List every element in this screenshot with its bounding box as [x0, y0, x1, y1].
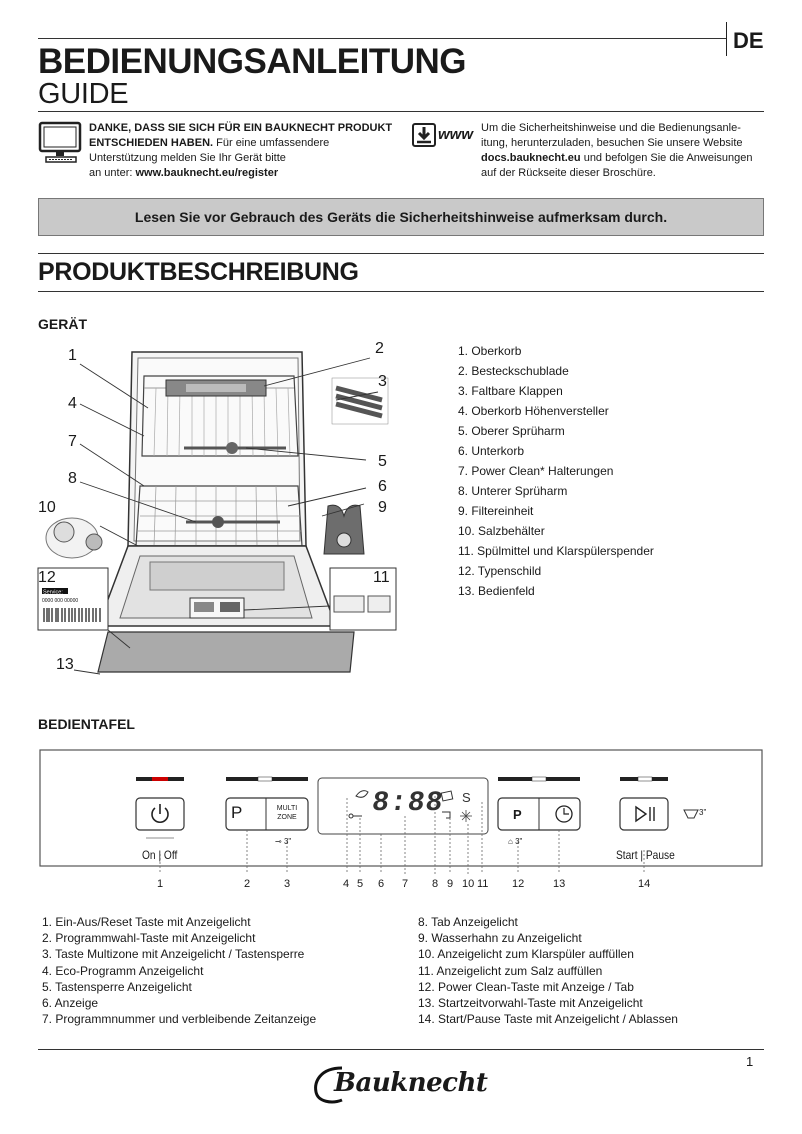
- list-item: 12. Typenschild: [458, 564, 542, 578]
- page-number: 1: [746, 1054, 754, 1069]
- power-clean-p-label[interactable]: P: [513, 807, 522, 822]
- list-item: 10. Salzbehälter: [458, 524, 545, 538]
- register-link[interactable]: www.bauknecht.eu/register: [135, 167, 279, 179]
- list-item: 4. Eco-Programm Anzeigelicht: [42, 963, 204, 978]
- list-item: 8. Unterer Sprüharm: [458, 484, 568, 498]
- panel-num-5: 5: [357, 878, 364, 890]
- controls-list-left: 1. Ein-Aus/Reset Taste mit Anzeigelicht …: [42, 914, 316, 1027]
- power-3s-label: ⌂ 3": [508, 837, 523, 846]
- callout-4: 4: [68, 395, 77, 412]
- list-item: 1. Ein-Aus/Reset Taste mit Anzeigelicht: [42, 915, 251, 929]
- panel-num-4: 4: [343, 878, 350, 890]
- docs-link[interactable]: docs.bauknecht.eu: [481, 152, 581, 164]
- drain-3s-label: 3": [699, 808, 707, 817]
- callout-2: 2: [375, 340, 384, 357]
- header-rule: [38, 111, 764, 112]
- panel-num-2: 2: [244, 878, 251, 890]
- callout-11: 11: [373, 569, 390, 586]
- geraet-parts-list: 1. Oberkorb 2. Besteckschublade 3. Faltb…: [458, 341, 654, 601]
- download-www-icon: www: [412, 123, 474, 147]
- list-item: 6. Unterkorb: [458, 444, 525, 458]
- top-rule: [38, 38, 726, 39]
- list-item: 11. Anzeigelicht zum Salz auffüllen: [418, 963, 603, 978]
- controls-list-right: 8. Tab Anzeigelicht 9. Wasserhahn zu Anz…: [418, 914, 678, 1027]
- lock-3s-label: ⊸ 3": [275, 837, 292, 846]
- callout-9: 9: [378, 499, 387, 516]
- list-item: 3. Faltbare Klappen: [458, 384, 563, 398]
- section-rule-top: [38, 253, 764, 254]
- callout-13: 13: [56, 656, 74, 673]
- page-subtitle: GUIDE: [38, 78, 129, 110]
- list-item: 13. Startzeitvorwahl-Taste mit Anzeigeli…: [418, 996, 643, 1011]
- intro-register-text: DANKE, DASS SIE SICH FÜR EIN BAUKNECHT P…: [89, 122, 393, 179]
- list-item: 14. Start/Pause Taste mit Anzeigelicht /…: [418, 1012, 678, 1027]
- dishwasher-illustration: Service: 0000 000 00000: [37, 351, 397, 675]
- panel-num-9: 9: [447, 878, 454, 890]
- start-pause-label: Start | Pause: [616, 848, 675, 862]
- callout-5: 5: [378, 453, 387, 470]
- callout-12: 12: [38, 569, 56, 586]
- list-item: 2. Besteckschublade: [458, 364, 569, 378]
- callout-8: 8: [68, 470, 77, 487]
- display-digits: 8:88: [369, 788, 446, 819]
- page-title: BEDIENUNGSANLEITUNG: [38, 42, 467, 81]
- geraet-heading: GERÄT: [38, 316, 87, 332]
- list-item: 9. Wasserhahn zu Anzeigelicht: [418, 931, 582, 946]
- list-item: 6. Anzeige: [42, 996, 99, 1011]
- panel-num-11: 11: [477, 878, 489, 890]
- section-title: PRODUKTBESCHREIBUNG: [38, 258, 359, 286]
- callout-6: 6: [378, 478, 387, 495]
- panel-num-14: 14: [638, 878, 651, 890]
- on-off-label: On | Off: [142, 848, 178, 862]
- panel-num-7: 7: [402, 878, 409, 890]
- list-item: 12. Power Clean-Taste mit Anzeige / Tab: [418, 979, 634, 994]
- panel-num-6: 6: [378, 878, 385, 890]
- svg-text:S: S: [462, 790, 471, 805]
- multizone-button[interactable]: MULTI ZONE: [276, 805, 298, 821]
- list-item: 5. Tastensperre Anzeigelicht: [42, 979, 192, 994]
- callout-7: 7: [68, 433, 77, 450]
- service-code: 0000 000 00000: [42, 598, 78, 604]
- panel-num-13: 13: [553, 878, 566, 890]
- callout-3: 3: [378, 373, 387, 390]
- service-label: Service:: [43, 590, 63, 596]
- panel-num-8: 8: [432, 878, 439, 890]
- panel-num-12: 12: [512, 878, 525, 890]
- panel-num-3: 3: [284, 878, 291, 890]
- list-item: 3. Taste Multizone mit Anzeigelicht / Ta…: [42, 947, 305, 962]
- monitor-icon: [38, 121, 82, 163]
- language-tag: DE: [726, 22, 776, 56]
- callout-1: 1: [68, 347, 77, 364]
- list-item: 4. Oberkorb Höhenversteller: [458, 404, 609, 418]
- safety-banner: Lesen Sie vor Gebrauch des Geräts die Si…: [38, 198, 764, 236]
- panel-num-10: 10: [462, 878, 475, 890]
- list-item: 5. Oberer Sprüharm: [458, 424, 565, 438]
- bauknecht-logo: Bauknecht: [312, 1062, 492, 1108]
- list-item: 2. Programmwahl-Taste mit Anzeigelicht: [42, 931, 256, 946]
- callout-10: 10: [38, 499, 56, 516]
- list-item: 11. Spülmittel und Klarspülerspender: [458, 544, 654, 558]
- list-item: 7. Programmnummer und verbleibende Zeita…: [42, 1012, 317, 1027]
- list-item: 13. Bedienfeld: [458, 584, 535, 598]
- list-item: 7. Power Clean* Halterungen: [458, 464, 614, 478]
- p-button-label[interactable]: P: [231, 803, 243, 822]
- list-item: 1. Oberkorb: [458, 344, 522, 358]
- list-item: 8. Tab Anzeigelicht: [418, 915, 518, 929]
- footer-rule: [38, 1049, 764, 1050]
- intro-docs-text: Um die Sicherheitshinweise und die Bedie…: [481, 122, 753, 179]
- panel-num-1: 1: [157, 878, 164, 890]
- section-rule-bottom: [38, 291, 764, 292]
- list-item: 9. Filtereinheit: [458, 504, 534, 518]
- list-item: 10. Anzeigelicht zum Klarspüler auffülle…: [418, 947, 634, 962]
- control-panel-diagram: S: [39, 749, 763, 874]
- bedientafel-heading: BEDIENTAFEL: [38, 716, 135, 732]
